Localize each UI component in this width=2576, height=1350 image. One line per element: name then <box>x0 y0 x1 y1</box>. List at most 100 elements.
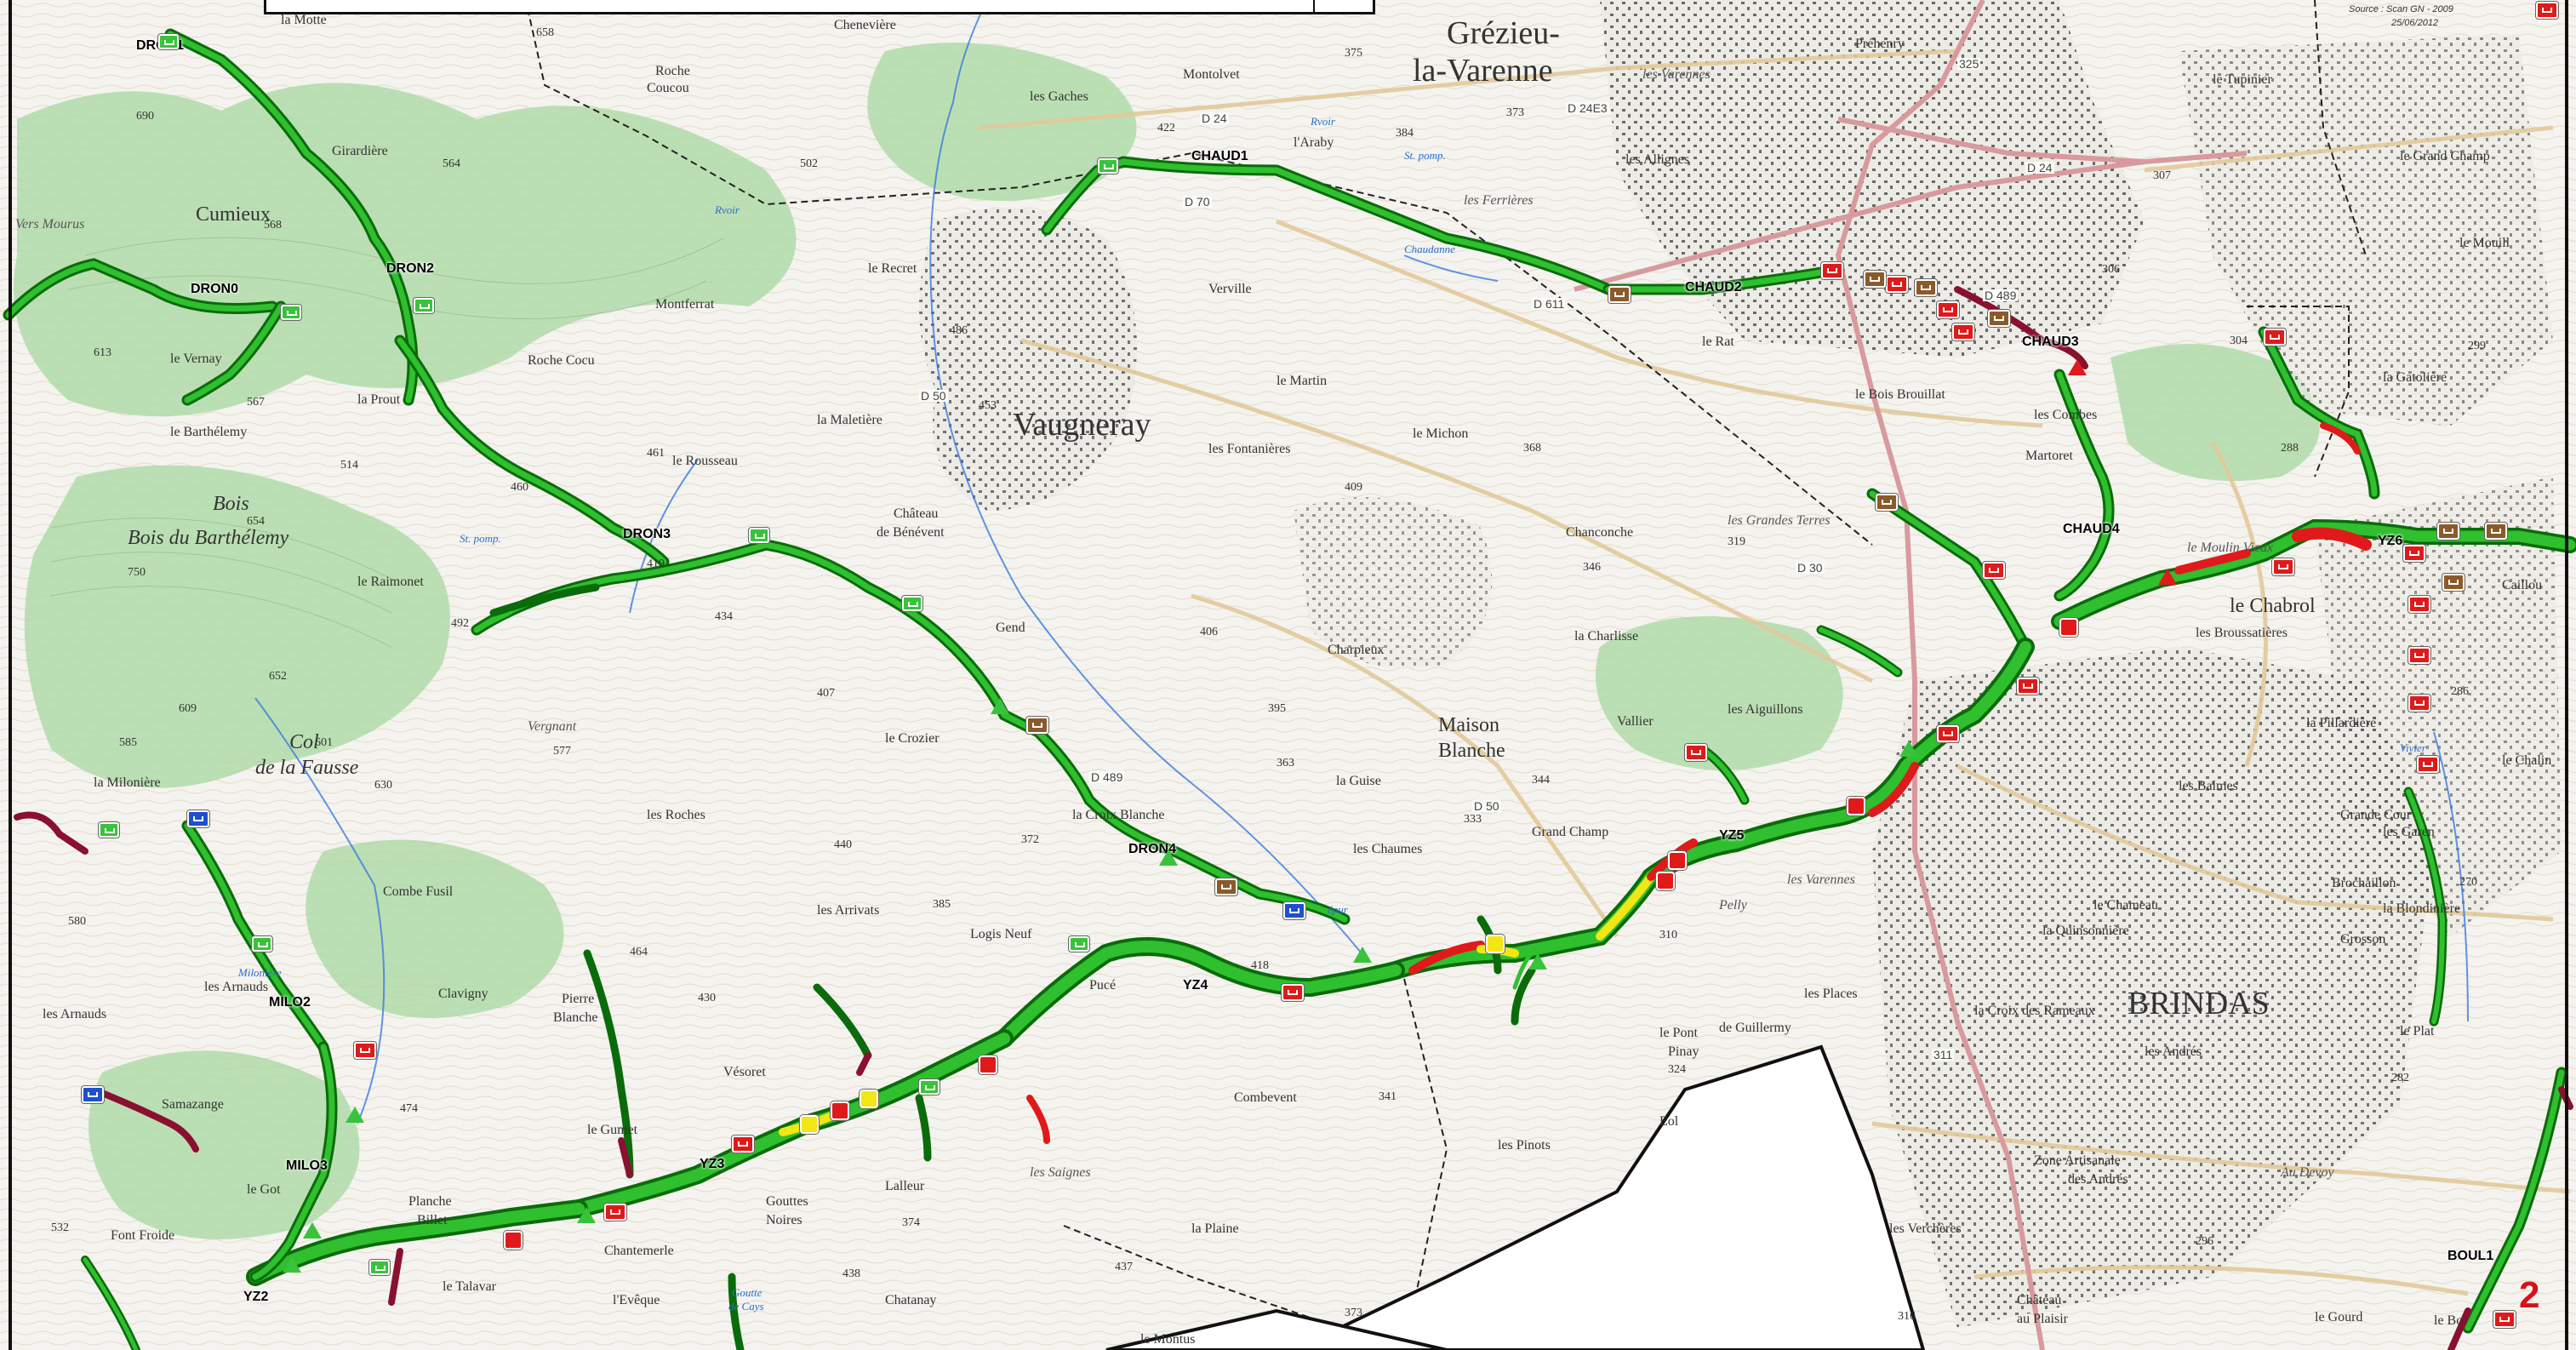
outfall-icon[interactable] <box>1952 323 1974 340</box>
discharge-icon[interactable] <box>99 822 119 838</box>
discharge-icon[interactable] <box>1098 158 1118 174</box>
discharge-icon[interactable] <box>252 936 272 952</box>
segment-chaud3[interactable] <box>1954 286 2088 369</box>
monitoring-point-icon[interactable] <box>1353 947 1372 963</box>
outfall-icon-brown[interactable] <box>2485 523 2507 540</box>
outfall-icon[interactable] <box>2408 596 2430 613</box>
segment-chaud1[interactable] <box>1041 156 1614 295</box>
discharge-icon[interactable] <box>281 305 301 320</box>
segment-chaud4[interactable] <box>1866 369 2115 653</box>
segment-dron0[interactable] <box>3 258 287 406</box>
discharge-icon[interactable] <box>749 528 769 543</box>
obstacle-icon[interactable] <box>1656 872 1675 890</box>
outfall-icon[interactable] <box>2493 1311 2516 1328</box>
discharge-icon[interactable] <box>919 1079 940 1095</box>
discharge-icon[interactable] <box>1069 936 1089 952</box>
segment-milo3[interactable] <box>249 1041 338 1283</box>
monitoring-point-icon[interactable] <box>1159 849 1178 866</box>
outfall-icon-brown[interactable] <box>2437 523 2459 540</box>
obstacle-icon[interactable] <box>1847 797 1865 815</box>
place-samazange: Samazange <box>162 1097 224 1112</box>
obstacle-minor-icon[interactable] <box>1486 935 1505 953</box>
outfall-icon-brown[interactable] <box>1026 717 1048 734</box>
segment-dron2[interactable] <box>394 335 670 568</box>
discharge-icon[interactable] <box>902 596 922 611</box>
place-les-saignes: les Saignes <box>1030 1165 1091 1180</box>
place-au-devoy: Au Devoy <box>2281 1165 2334 1180</box>
monitoring-point-icon[interactable] <box>1528 953 1547 970</box>
segment-yz4[interactable] <box>813 937 1405 1144</box>
segment-label-yz2[interactable]: YZ2 <box>243 1290 269 1304</box>
segment-label-dron3[interactable]: DRON3 <box>623 527 671 541</box>
place-le-rousseau: le Rousseau <box>672 454 738 468</box>
outfall-icon[interactable] <box>1282 984 1304 1001</box>
monitoring-point-icon[interactable] <box>303 1222 322 1238</box>
segment-label-chaud3[interactable]: CHAUD3 <box>2022 335 2079 349</box>
outfall-icon-brown[interactable] <box>1876 494 1898 511</box>
outfall-icon-brown[interactable] <box>1915 279 1937 296</box>
segment-label-dron2[interactable]: DRON2 <box>386 261 435 276</box>
place-chanconche: Chanconche <box>1566 525 1634 540</box>
obstacle-icon[interactable] <box>2059 618 2078 637</box>
outfall-icon[interactable] <box>1937 725 1959 742</box>
place-noires: Noires <box>766 1213 803 1227</box>
outfall-icon[interactable] <box>1886 276 1908 293</box>
segment-chaud2[interactable] <box>1602 266 1827 295</box>
outfall-icon[interactable] <box>732 1135 754 1153</box>
discharge-icon[interactable] <box>414 298 434 313</box>
outfall-icon-brown[interactable] <box>1988 310 2010 327</box>
obstacle-icon[interactable] <box>831 1101 849 1120</box>
segment-label-yz4[interactable]: YZ4 <box>1183 978 1208 992</box>
outfall-icon[interactable] <box>354 1042 376 1059</box>
treatment-plant-icon[interactable] <box>82 1086 104 1103</box>
outfall-icon[interactable] <box>2403 545 2425 562</box>
outfall-icon[interactable] <box>1937 301 1959 318</box>
segment-yz6[interactable] <box>2051 326 2576 630</box>
obstacle-minor-icon[interactable] <box>860 1090 878 1108</box>
discharge-icon[interactable] <box>369 1260 390 1275</box>
alert-point-icon[interactable] <box>2158 569 2177 585</box>
water-goutte-2: de Cays <box>728 1300 764 1313</box>
outfall-icon[interactable] <box>2017 678 2039 695</box>
segment-label-chaud2[interactable]: CHAUD2 <box>1685 280 1742 295</box>
segment-label-yz3[interactable]: YZ3 <box>700 1157 725 1171</box>
segment-label-yz6[interactable]: YZ6 <box>2378 534 2403 548</box>
segment-label-dron0[interactable]: DRON0 <box>191 282 239 296</box>
outfall-icon-brown[interactable] <box>1215 878 1237 895</box>
monitoring-point-icon[interactable] <box>346 1107 364 1123</box>
alert-point-icon[interactable] <box>2068 359 2087 375</box>
obstacle-icon[interactable] <box>504 1231 523 1250</box>
segment-label-milo2[interactable]: MILO2 <box>269 995 311 1010</box>
obstacle-icon[interactable] <box>979 1055 997 1074</box>
segment-dron1[interactable] <box>164 28 419 406</box>
monitoring-point-icon[interactable] <box>577 1207 596 1223</box>
outfall-icon[interactable] <box>2417 756 2439 773</box>
segment-label-boul1[interactable]: BOUL1 <box>2447 1249 2494 1263</box>
outfall-icon-brown[interactable] <box>2442 574 2465 591</box>
outfall-icon[interactable] <box>2536 2 2558 19</box>
outfall-icon[interactable] <box>1685 744 1707 761</box>
discharge-icon[interactable] <box>158 34 179 49</box>
segment-label-chaud1[interactable]: CHAUD1 <box>1191 149 1248 163</box>
segment-label-milo3[interactable]: MILO3 <box>286 1158 328 1173</box>
outfall-icon[interactable] <box>1983 562 2005 579</box>
monitoring-point-icon[interactable] <box>1899 741 1918 757</box>
outfall-icon[interactable] <box>2408 695 2430 712</box>
treatment-plant-icon[interactable] <box>187 810 209 827</box>
monitoring-point-icon[interactable] <box>991 698 1009 714</box>
segment-label-chaud4[interactable]: CHAUD4 <box>2063 522 2120 536</box>
monitoring-point-icon[interactable] <box>283 1256 301 1273</box>
outfall-icon-brown[interactable] <box>1864 271 1886 288</box>
outfall-icon[interactable] <box>2408 647 2430 664</box>
segment-dron3[interactable] <box>471 539 1044 738</box>
outfall-icon[interactable] <box>2272 558 2294 575</box>
outfall-icon-brown[interactable] <box>1608 286 1631 303</box>
outfall-icon[interactable] <box>2264 329 2286 346</box>
outfall-icon[interactable] <box>604 1204 626 1221</box>
obstacle-minor-icon[interactable] <box>800 1115 819 1134</box>
outfall-icon[interactable] <box>1821 262 1843 279</box>
segment-label-yz5[interactable]: YZ5 <box>1719 828 1745 843</box>
treatment-plant-icon[interactable] <box>1283 902 1305 919</box>
obstacle-icon[interactable] <box>1668 851 1687 870</box>
